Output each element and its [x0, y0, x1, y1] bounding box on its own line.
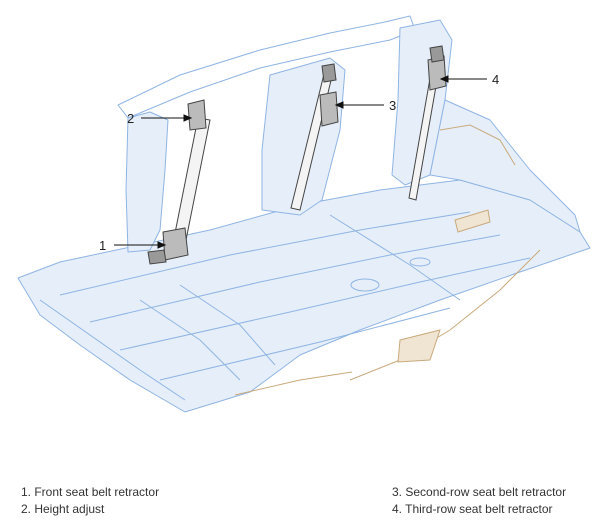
- arrow-3: [334, 101, 344, 109]
- rear-axle: [439, 124, 516, 166]
- legend-item-third-row-retractor: 4. Third-row seat belt retractor: [392, 502, 553, 516]
- cross-member-4: [159, 307, 451, 381]
- arrow-1: [157, 241, 167, 249]
- front-retractor: [162, 227, 189, 261]
- rail-right: [329, 214, 461, 301]
- vehicle-body-frame: [17, 15, 591, 413]
- fuel-line: [234, 371, 353, 396]
- heat-shield: [397, 329, 441, 363]
- tunnel: [139, 299, 241, 381]
- front-anchor: [147, 249, 167, 265]
- vehicle-body-diagram: 1 2 3 4: [17, 15, 591, 413]
- third-row-guide: [429, 45, 445, 63]
- cross-member-1: [59, 211, 471, 296]
- height-adjuster: [187, 99, 207, 131]
- cross-member-2: [89, 234, 501, 323]
- second-row-guide: [321, 63, 337, 83]
- legend: 1. Front seat belt retractor 2. Height a…: [0, 484, 607, 528]
- underbody-parts: [234, 124, 541, 396]
- roof-rail: [117, 15, 416, 119]
- floor-panel: [17, 179, 591, 413]
- callout-4: 4: [492, 72, 499, 87]
- front-pillar: [125, 111, 169, 253]
- callout-3: 3: [389, 98, 396, 113]
- callout-1: 1: [99, 238, 106, 253]
- callout-2: 2: [127, 111, 134, 126]
- legend-item-front-retractor: 1. Front seat belt retractor: [21, 485, 160, 499]
- arrow-4: [439, 75, 449, 83]
- legend-item-height-adjust: 2. Height adjust: [21, 502, 105, 516]
- floor-hole-2: [409, 257, 431, 267]
- arrow-2: [183, 114, 193, 122]
- floor-hole: [350, 278, 380, 292]
- callout-numbers: 1 2 3 4: [99, 72, 499, 253]
- second-row-retractor: [319, 91, 339, 127]
- seat-belt-assemblies: [147, 45, 447, 265]
- rail-left: [39, 299, 186, 401]
- cross-member-3: [119, 257, 531, 351]
- tunnel-2: [179, 284, 276, 366]
- callout-leaders: [114, 75, 487, 249]
- rear-quarter: [429, 99, 581, 233]
- legend-item-second-row-retractor: 3. Second-row seat belt retractor: [392, 485, 567, 499]
- exhaust-pipe: [349, 249, 541, 381]
- rear-muffler: [454, 209, 491, 233]
